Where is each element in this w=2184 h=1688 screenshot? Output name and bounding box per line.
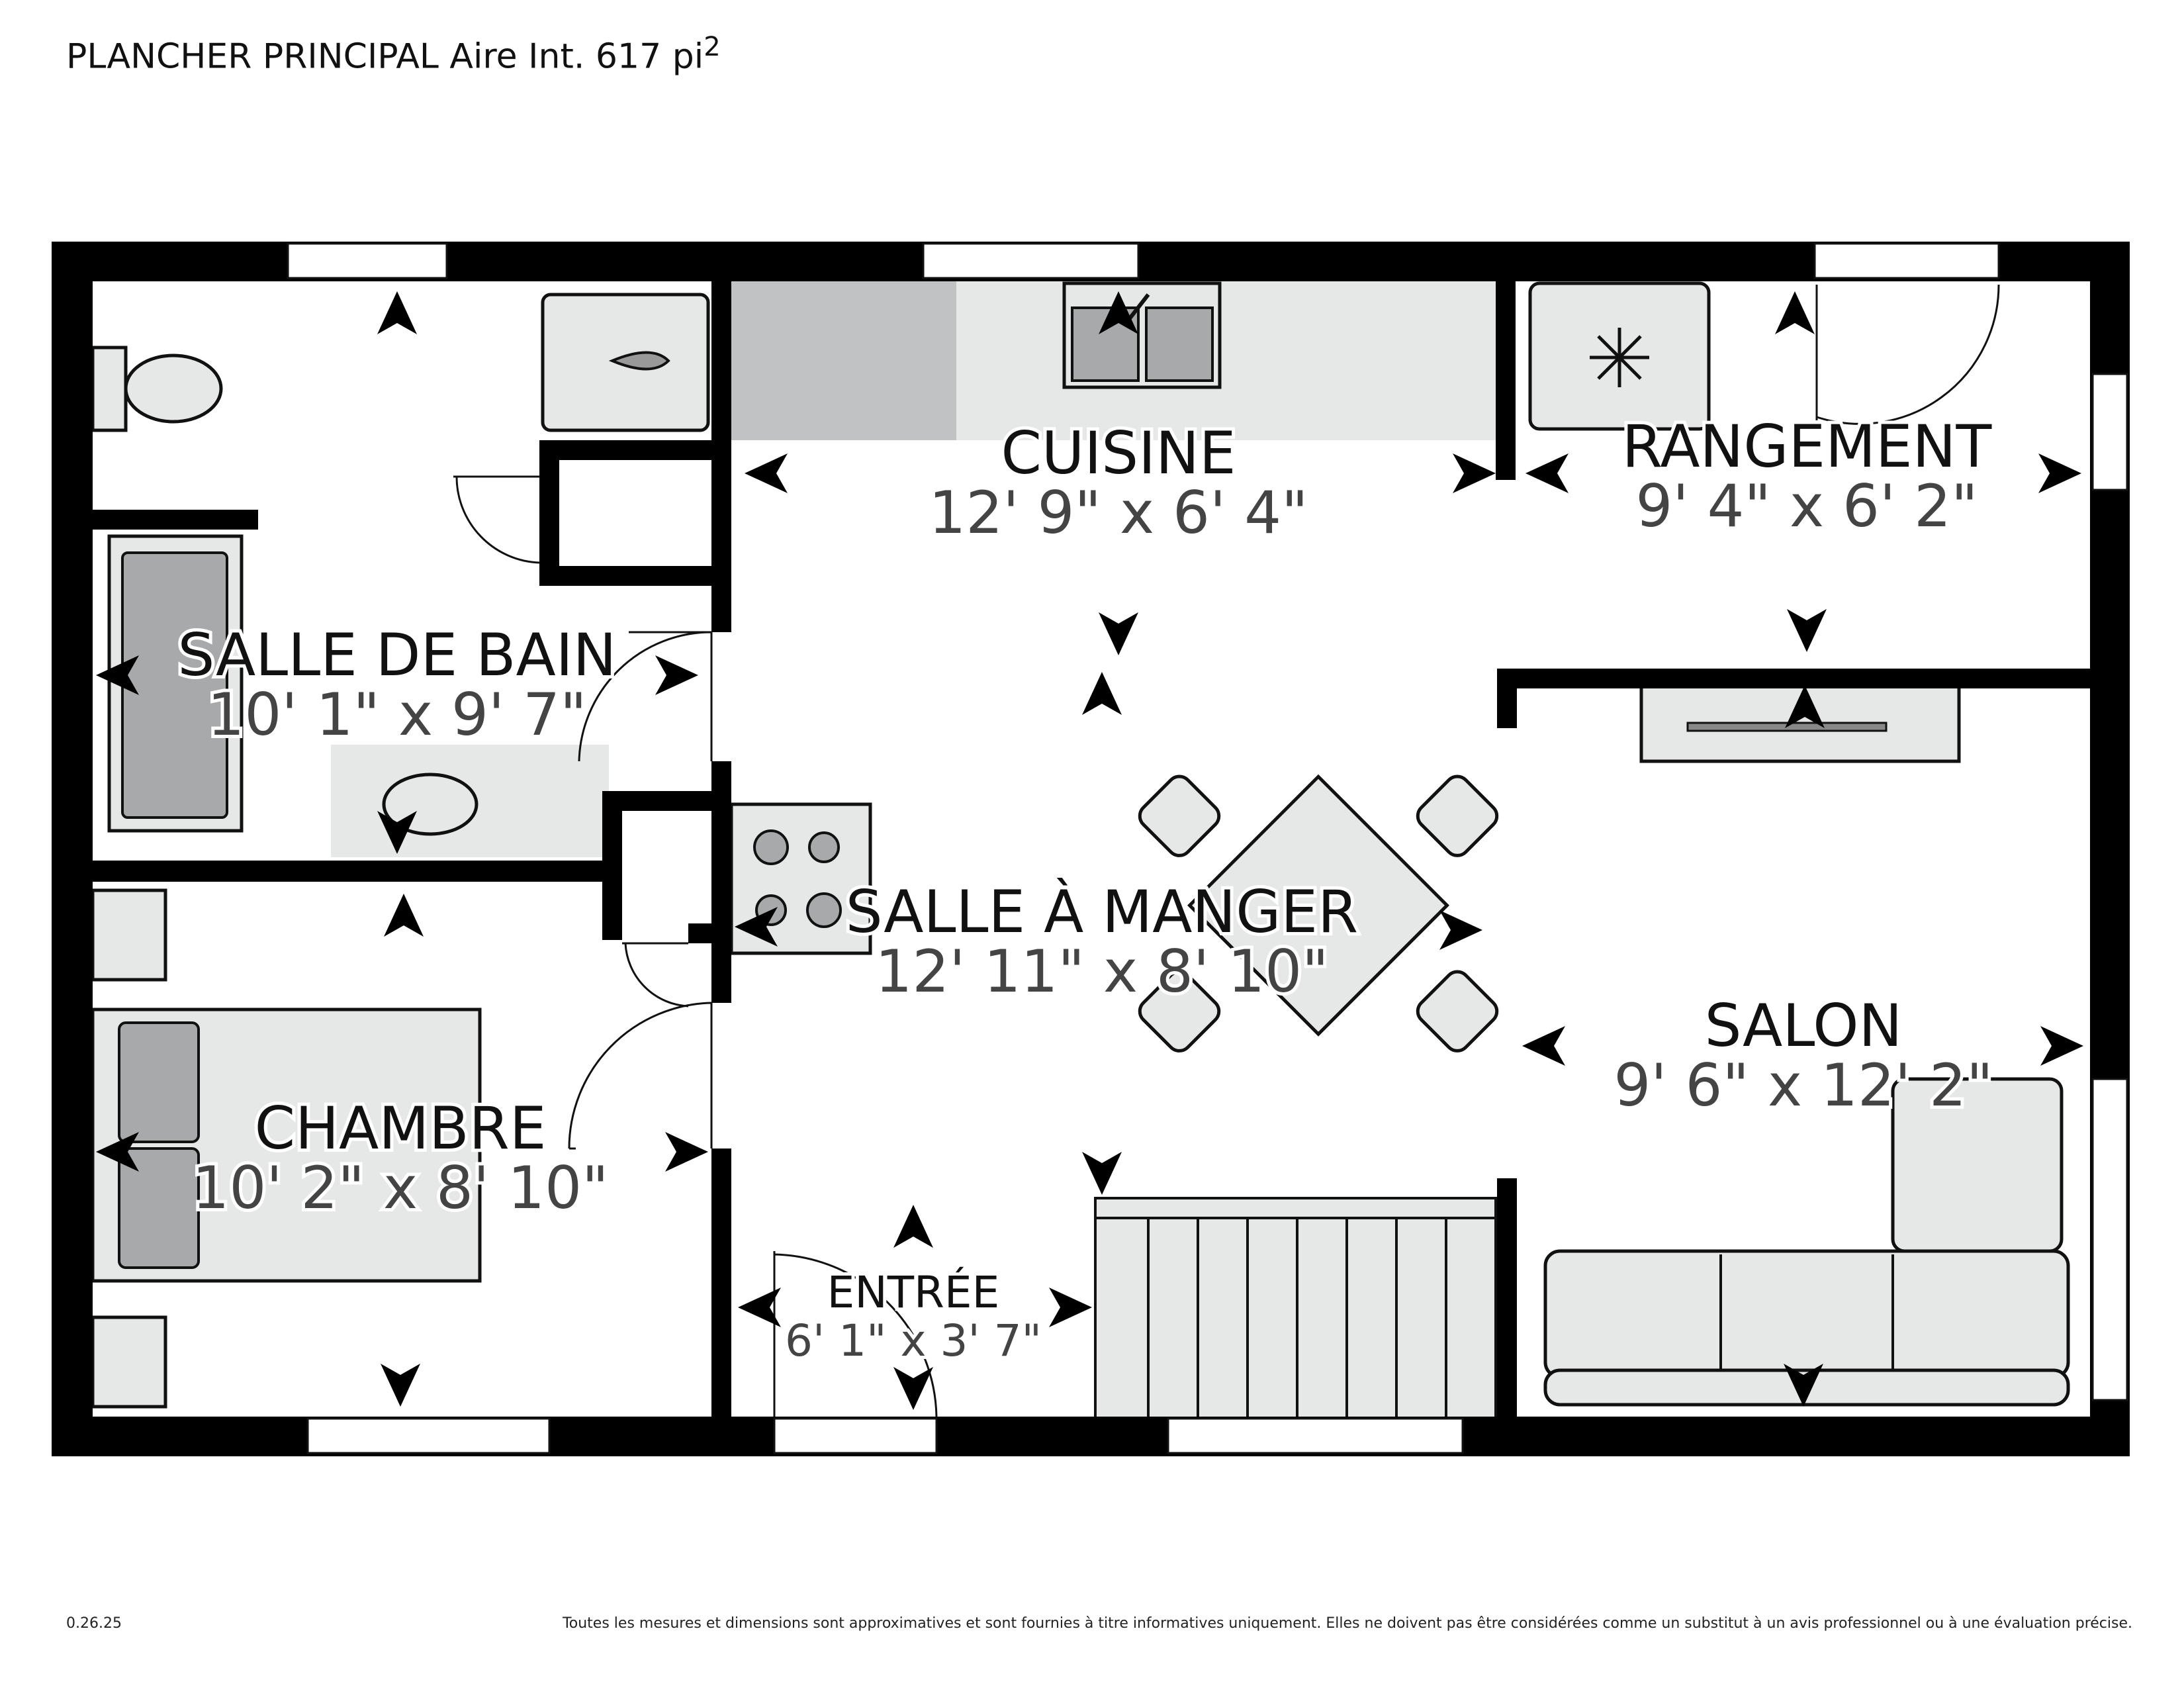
dimension-arrow-icon <box>1522 1026 1565 1066</box>
pillow-bottom <box>118 1147 200 1269</box>
dimension-arrow-icon <box>1525 453 1569 493</box>
water-drop-icon <box>608 351 670 371</box>
room-dimensions: 12' 9" x 6' 4" <box>929 479 1308 547</box>
room-name: RANGEMENT <box>1622 412 1993 481</box>
dimension-arrow-icon <box>893 1205 933 1248</box>
dimension-arrow-icon <box>1775 291 1815 334</box>
room-dimensions: 10' 2" x 8' 10" <box>192 1154 608 1222</box>
room-name: SALLE À MANGER <box>846 878 1358 946</box>
area-unit: pi <box>672 36 704 77</box>
dimension-arrow-icon <box>1099 291 1138 334</box>
sectional-sofa <box>1543 1077 2070 1407</box>
dimension-arrow-icon <box>893 1367 933 1410</box>
room-dimensions: 6' 1" x 3' 7" <box>785 1315 1042 1366</box>
version-label: 0.26.25 <box>66 1615 122 1632</box>
dimension-arrow-icon <box>2038 453 2081 493</box>
doors <box>453 284 2000 1417</box>
area-unit-exponent: 2 <box>704 32 721 62</box>
nightstand-top <box>91 888 167 982</box>
dining-table <box>1138 774 1499 1053</box>
room-name: ENTRÉE <box>827 1266 1000 1318</box>
nightstand-bottom <box>91 1315 167 1409</box>
dimension-arrow-icon <box>2040 1026 2083 1066</box>
dimension-arrow-icon <box>655 655 698 695</box>
burner-4 <box>806 892 842 928</box>
room-dimensions: 9' 6" x 12' 2" <box>1614 1051 1993 1119</box>
dimension-arrow-icon <box>735 907 778 947</box>
dimension-arrow-icon <box>1082 1152 1122 1195</box>
dimension-arrows <box>96 291 2083 1410</box>
room-name: CHAMBRE <box>255 1094 547 1162</box>
interior-walls <box>93 281 2090 1417</box>
dimension-arrow-icon <box>1453 453 1496 493</box>
dimension-arrow-icon <box>96 1132 139 1172</box>
dimension-arrow-icon <box>377 811 417 854</box>
dimension-arrow-icon <box>665 1132 708 1172</box>
dimension-arrow-icon <box>1099 612 1138 655</box>
room-dimensions: 10' 1" x 9' 7" <box>207 680 586 749</box>
windows <box>287 242 2128 1454</box>
dimension-arrow-icon <box>1082 672 1122 715</box>
dimension-arrow-icon <box>1784 1364 1823 1407</box>
room-label-salon: SALON 9' 6" x 12' 2" <box>1610 988 1996 1123</box>
kitchen-counter-left <box>728 281 956 440</box>
dimension-arrow-icon <box>384 894 424 937</box>
dimension-arrow-icon <box>738 1288 781 1327</box>
pillow-top <box>118 1021 200 1143</box>
disclaimer: Toutes les mesures et dimensions sont ap… <box>563 1615 2132 1632</box>
dimension-arrow-icon <box>96 655 139 695</box>
room-name: SALON <box>1705 992 1903 1060</box>
area-value: 617 <box>595 36 662 77</box>
plan-header: PLANCHER PRINCIPAL Aire Int. 617 pi2 <box>66 32 721 76</box>
room-name: CUISINE <box>1001 419 1236 487</box>
room-dimensions: 9' 4" x 6' 2" <box>1635 472 1978 540</box>
burner-1 <box>753 829 789 865</box>
dimension-arrow-icon <box>1439 910 1482 950</box>
room-label-cuisine: CUISINE 12' 9" x 6' 4" <box>925 416 1311 550</box>
area-label: Aire Int. <box>449 36 585 77</box>
sink-basin-right <box>1145 306 1214 382</box>
floor-name: PLANCHER PRINCIPAL <box>66 36 439 77</box>
toilet-tank <box>91 346 128 432</box>
room-name: SALLE DE BAIN <box>177 621 616 689</box>
snowflake-icon <box>1590 328 1649 387</box>
room-label-chambre: CHAMBRE 10' 2" x 8' 10" <box>189 1091 612 1225</box>
dimension-arrow-icon <box>377 291 417 334</box>
room-label-salle-a-manger: SALLE À MANGER 12' 11" x 8' 10" <box>842 874 1361 1009</box>
room-dimensions: 12' 11" x 8' 10" <box>875 937 1328 1006</box>
dimension-arrow-icon <box>745 453 788 493</box>
toilet-bowl <box>124 353 223 424</box>
room-label-rangement: RANGEMENT 9' 4" x 6' 2" <box>1619 409 1996 543</box>
room-label-salle-de-bain: SALLE DE BAIN 10' 1" x 9' 7" <box>174 618 619 752</box>
dimension-arrow-icon <box>1787 609 1827 652</box>
kitchen-counter <box>956 281 1496 440</box>
dimension-arrow-icon <box>381 1364 420 1407</box>
dimension-arrow-icon <box>1785 685 1825 728</box>
room-label-entree: ENTRÉE 6' 1" x 3' 7" <box>782 1263 1045 1370</box>
burner-2 <box>808 831 840 863</box>
staircase <box>1094 1197 1497 1421</box>
dimension-arrow-icon <box>1049 1288 1092 1327</box>
